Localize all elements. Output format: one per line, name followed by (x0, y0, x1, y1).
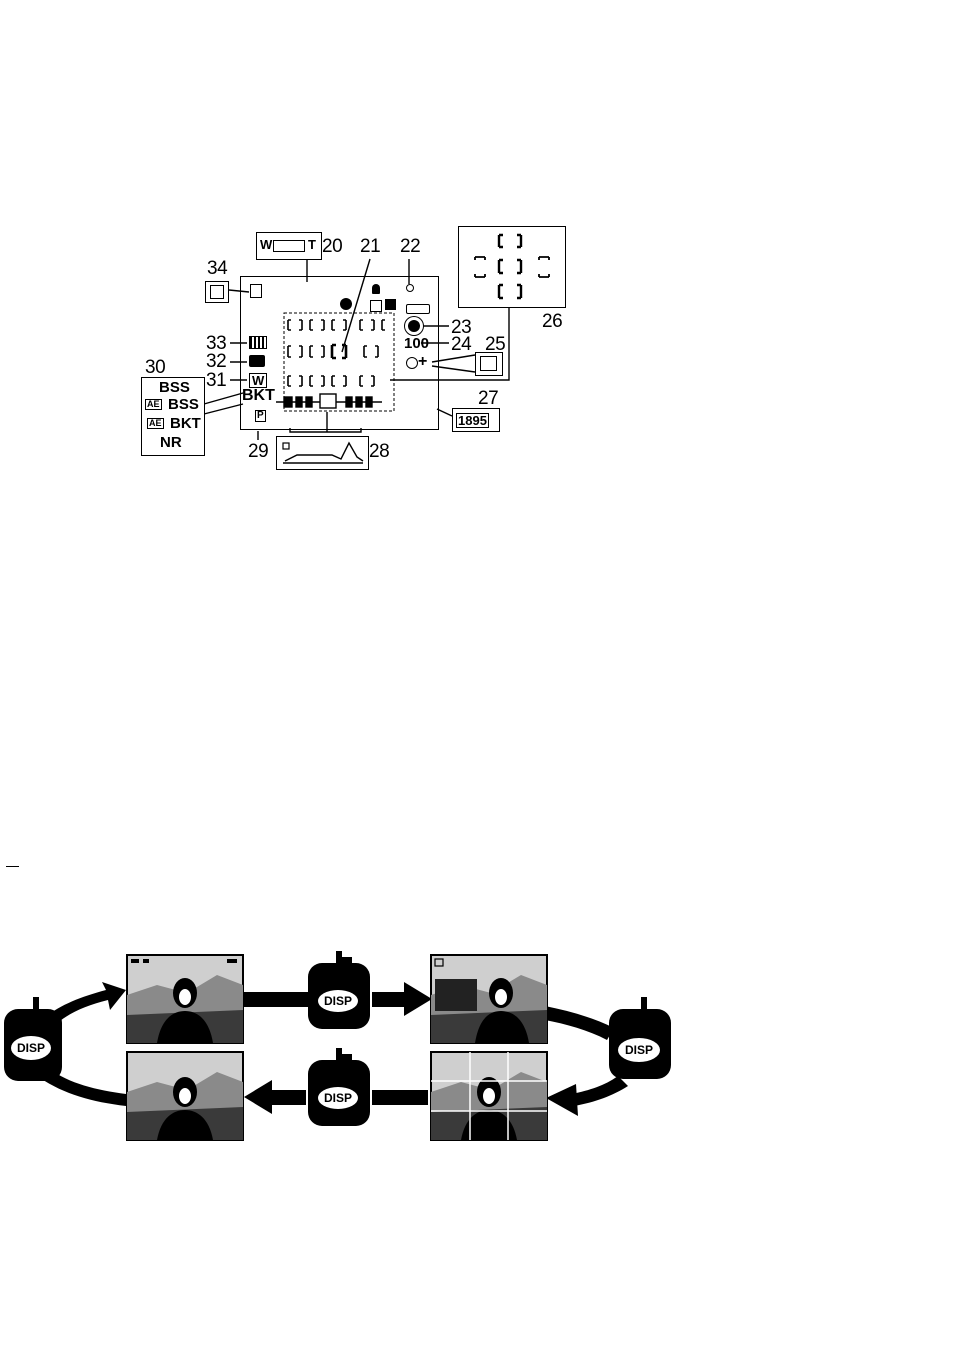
monitor-photo-framing-grid (431, 1052, 547, 1140)
disp-button-right: DISP (607, 997, 673, 1083)
monitor-photo-indicators-off (127, 1052, 243, 1140)
disp-label-left: DISP (17, 1041, 45, 1055)
monitor-photo-indicators-on (127, 955, 243, 1043)
disp-label-bottom: DISP (324, 1091, 352, 1105)
disp-button-top: DISP (306, 951, 372, 1031)
disp-label-top: DISP (324, 994, 352, 1008)
disp-button-bottom: DISP (306, 1048, 372, 1128)
monitor-photo-histogram (431, 955, 547, 1043)
disp-button-left: DISP (2, 997, 64, 1083)
disp-label-right: DISP (625, 1043, 653, 1057)
